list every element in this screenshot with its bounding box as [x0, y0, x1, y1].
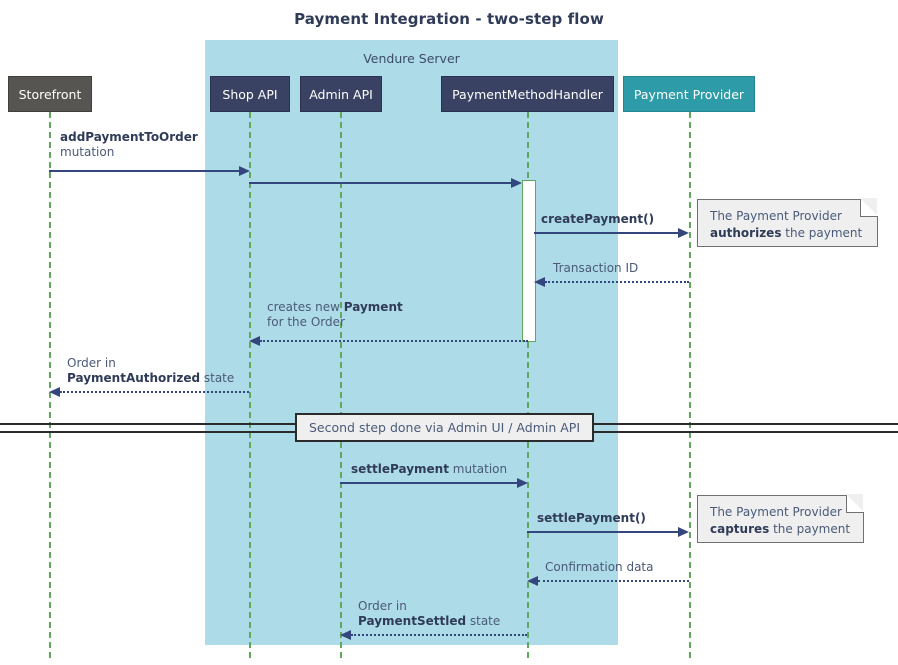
participant-shop-api[interactable]: Shop API	[210, 76, 290, 112]
note-line-2-rest: the payment	[781, 226, 863, 240]
message-label-bold: PaymentSettled	[358, 614, 467, 628]
message-label-settle-payment-mutation: settlePayment mutation	[351, 462, 507, 477]
lifeline-shop-api	[249, 112, 251, 658]
message-label-order-payment-settled: Order in PaymentSettled state	[358, 599, 500, 629]
arrow-head-right-icon	[239, 166, 250, 176]
participant-storefront[interactable]: Storefront	[8, 76, 92, 112]
note-line-1: The Payment Provider	[710, 209, 842, 223]
arrow-head-left-icon	[534, 277, 545, 287]
divider-label-second-step: Second step done via Admin UI / Admin AP…	[295, 413, 594, 442]
message-label-plain: mutation	[448, 462, 508, 476]
participant-label: PaymentMethodHandler	[452, 86, 603, 102]
message-label-bold: Payment	[343, 300, 403, 314]
message-label-add-payment-to-order: addPaymentToOrder mutation	[60, 130, 198, 160]
message-label-bold: PaymentAuthorized	[67, 371, 201, 385]
message-label-plain: mutation	[60, 145, 115, 159]
message-label-create-payment: createPayment()	[541, 212, 654, 227]
note-payment-provider-authorizes: The Payment Provider authorizes the paym…	[697, 198, 878, 247]
participant-payment-provider[interactable]: Payment Provider	[623, 76, 755, 112]
message-label-plain: Transaction ID	[553, 261, 639, 275]
divider-label-text: Second step done via Admin UI / Admin AP…	[308, 420, 581, 435]
arrow-head-left-icon	[49, 387, 60, 397]
message-label-plain: Order in	[67, 356, 116, 370]
message-label-bold: createPayment()	[541, 212, 655, 226]
message-arrow-order-payment-authorized	[60, 391, 249, 393]
message-arrow-add-payment-to-order	[49, 170, 239, 172]
participant-label: Payment Provider	[633, 86, 745, 102]
message-label-confirmation-data: Confirmation data	[545, 560, 653, 575]
note-line-2-bold: authorizes	[710, 226, 782, 240]
message-arrow-creates-new-payment	[260, 340, 528, 342]
arrow-head-right-icon	[678, 527, 689, 537]
participant-label: Shop API	[222, 86, 278, 102]
message-label-plain-2: for the Order	[267, 315, 345, 329]
arrow-head-left-icon	[340, 630, 351, 640]
message-label-settle-payment-call: settlePayment()	[537, 511, 646, 526]
lifeline-payment-provider	[689, 112, 691, 658]
message-arrow-shop-api-to-handler	[249, 182, 513, 184]
lifeline-admin-api	[340, 112, 342, 658]
message-label-bold: addPaymentToOrder	[60, 130, 198, 144]
lifeline-storefront	[49, 112, 51, 658]
message-label-transaction-id: Transaction ID	[553, 261, 638, 276]
diagram-title: Payment Integration - two-step flow	[294, 10, 604, 28]
note-fold-corner-icon	[860, 198, 878, 217]
message-label-plain-2: state	[200, 371, 235, 385]
group-box-vendure-server	[205, 40, 618, 645]
message-arrow-order-payment-settled	[351, 634, 527, 636]
activation-bar-payment-method-handler	[522, 180, 536, 342]
message-label-plain: Confirmation data	[545, 560, 654, 574]
arrow-head-right-icon	[517, 478, 528, 488]
message-label-plain: Order in	[358, 599, 407, 613]
message-arrow-confirmation-data	[538, 580, 689, 582]
message-arrow-settle-payment-call	[527, 531, 678, 533]
note-fold-corner-icon	[846, 494, 864, 513]
message-label-plain-2: state	[466, 614, 501, 628]
participant-label: Admin API	[309, 86, 373, 102]
lifeline-payment-method-handler	[527, 112, 529, 658]
arrow-head-right-icon	[678, 228, 689, 238]
message-label-creates-new-payment: creates new Payment for the Order	[267, 300, 403, 330]
message-arrow-create-payment	[534, 232, 678, 234]
message-label-plain: creates new	[267, 300, 344, 314]
note-line-1: The Payment Provider	[710, 505, 842, 519]
participant-payment-method-handler[interactable]: PaymentMethodHandler	[441, 76, 614, 112]
arrow-head-right-icon	[511, 178, 522, 188]
note-line-2-rest: the payment	[769, 522, 851, 536]
arrow-head-left-icon	[527, 576, 538, 586]
participant-label: Storefront	[18, 86, 82, 102]
message-label-bold: settlePayment()	[537, 511, 646, 525]
message-arrow-settle-payment-mutation	[340, 482, 517, 484]
note-payment-provider-captures: The Payment Provider captures the paymen…	[697, 494, 864, 543]
group-label-vendure-server: Vendure Server	[363, 51, 460, 66]
message-label-bold: settlePayment	[351, 462, 449, 476]
participant-admin-api[interactable]: Admin API	[300, 76, 382, 112]
message-arrow-transaction-id	[545, 281, 689, 283]
arrow-head-left-icon	[249, 336, 260, 346]
message-label-order-payment-authorized: Order in PaymentAuthorized state	[67, 356, 234, 386]
note-line-2-bold: captures	[710, 522, 770, 536]
